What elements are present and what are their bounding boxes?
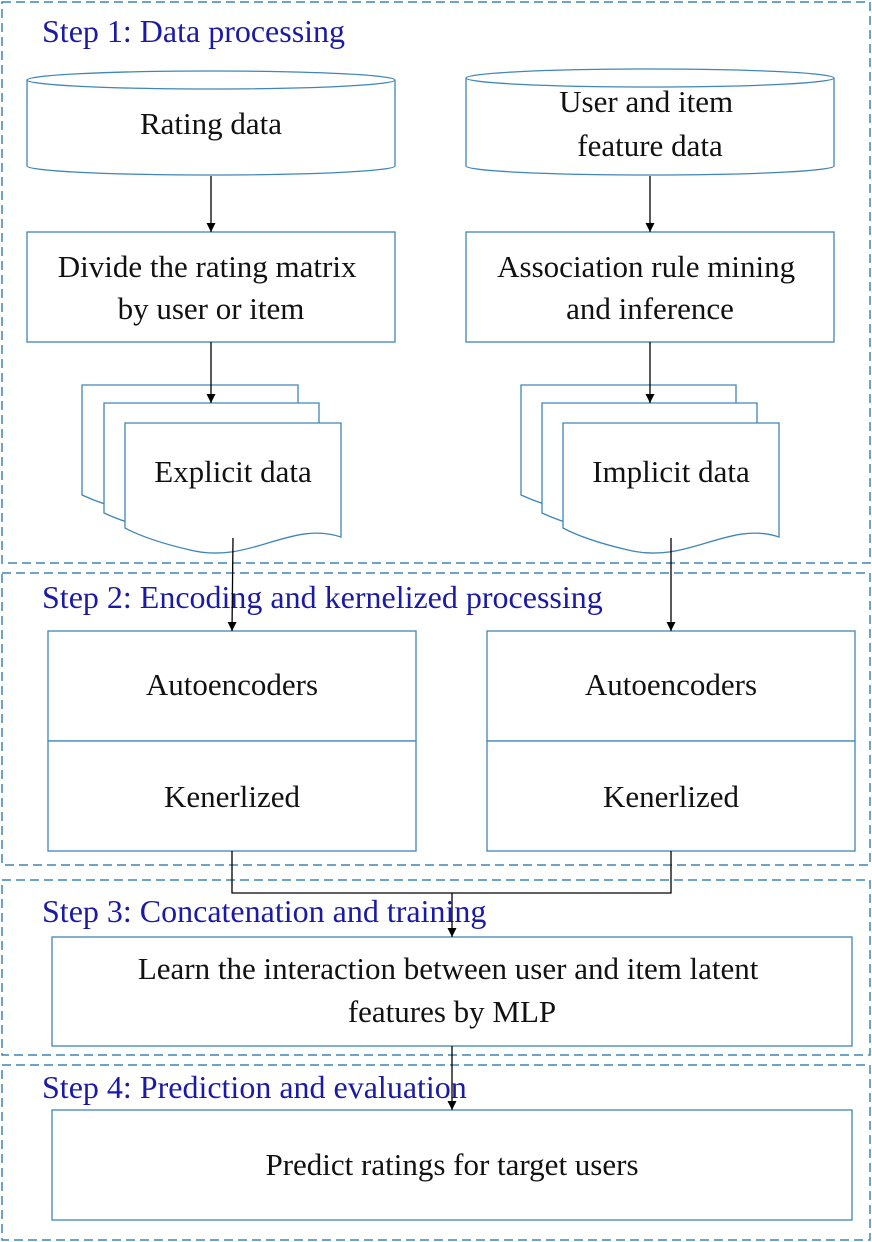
kernelized-left-box xyxy=(47,740,417,852)
feature-data-label: User and item feature data xyxy=(559,84,741,163)
arrow-explicit-to-autoencoders xyxy=(227,537,237,632)
implicit-data-label: Implicit data xyxy=(592,454,750,489)
left-encoder-stack: Autoencoders Kenerlized xyxy=(47,630,417,852)
mlp-label: Learn the interaction between user and i… xyxy=(138,951,766,1029)
right-encoder-stack: Autoencoders Kenerlized xyxy=(486,630,856,852)
autoencoders-left-label: Autoencoders xyxy=(146,667,318,702)
connector-right-kernelized xyxy=(452,851,672,894)
predict-label: Predict ratings for target users xyxy=(265,1147,638,1182)
step2-section xyxy=(1,572,871,866)
kernelized-right-label: Kenerlized xyxy=(603,779,739,814)
feature-data-database: User and item feature data xyxy=(465,68,835,176)
autoencoders-right-label: Autoencoders xyxy=(585,667,757,702)
kernelized-left-label: Kenerlized xyxy=(164,779,300,814)
step4-title: Step 4: Prediction and evaluation xyxy=(42,1069,467,1105)
explicit-data-label: Explicit data xyxy=(154,454,312,489)
association-label: Association rule mining and inference xyxy=(497,249,803,326)
mlp-box: Learn the interaction between user and i… xyxy=(51,936,853,1047)
divide-rating-matrix-box: Divide the rating matrix by user or item xyxy=(26,231,396,343)
rating-data-label: Rating data xyxy=(140,106,282,141)
step3-section xyxy=(1,879,871,1056)
step1-section xyxy=(1,1,871,564)
divide-label: Divide the rating matrix by user or item xyxy=(58,249,364,326)
step4-section xyxy=(1,1064,871,1241)
step2-title: Step 2: Encoding and kernelized processi… xyxy=(42,579,603,615)
implicit-data-documents: Implicit data xyxy=(520,384,780,554)
rating-data-database: Rating data xyxy=(26,70,396,176)
explicit-data-documents: Explicit data xyxy=(81,384,342,554)
step3-title: Step 3: Concatenation and training xyxy=(42,893,486,929)
predict-box: Predict ratings for target users xyxy=(51,1109,853,1221)
association-rule-box: Association rule mining and inference xyxy=(465,231,835,343)
kernelized-right-box xyxy=(486,740,856,852)
step1-title: Step 1: Data processing xyxy=(42,13,345,49)
connector-left-kernelized xyxy=(231,851,452,894)
